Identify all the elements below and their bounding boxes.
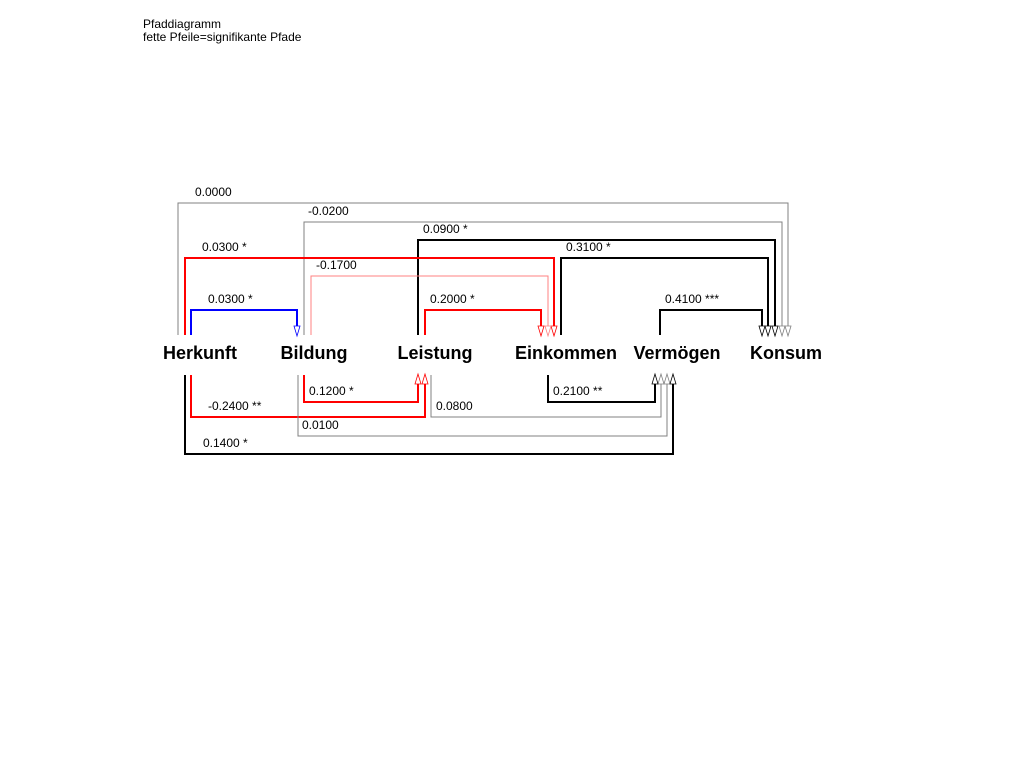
path-coefficient: 0.0900 * (423, 222, 468, 236)
arrowhead-icon (764, 325, 772, 338)
path-einkommen-to-vermögen: 0.2100 ** (547, 372, 659, 403)
path-einkommen-to-konsum: 0.3100 * (560, 240, 772, 338)
path-coefficient: 0.0300 * (202, 240, 247, 254)
path-coefficient: 0.2000 * (430, 292, 475, 306)
arrowhead-icon (663, 372, 671, 385)
path-coefficient: 0.3100 * (566, 240, 611, 254)
path-leistung-to-einkommen: 0.2000 * (424, 292, 545, 338)
node-bildung: Bildung (281, 343, 348, 363)
path-line (560, 257, 769, 335)
path-coefficient: 0.2100 ** (553, 384, 603, 398)
path-coefficient: 0.0000 (195, 185, 232, 199)
path-herkunft-to-konsum: 0.0000 (177, 185, 792, 338)
arrowhead-icon (657, 372, 665, 385)
path-vermögen-to-konsum: 0.4100 *** (659, 292, 766, 338)
path-bildung-to-vermögen: 0.0100 (297, 372, 671, 437)
node-herkunft: Herkunft (163, 343, 237, 363)
arrowhead-icon (651, 372, 659, 385)
path-bildung-to-konsum: -0.0200 (303, 204, 786, 338)
path-line (417, 239, 776, 335)
path-line (184, 257, 555, 335)
arrowhead-icon (771, 325, 779, 338)
path-line (190, 375, 426, 418)
path-bildung-to-leistung: 0.1200 * (303, 372, 422, 403)
path-coefficient: -0.0200 (308, 204, 349, 218)
path-coefficient: 0.0800 (436, 399, 473, 413)
path-line (190, 309, 298, 335)
path-herkunft-to-bildung: 0.0300 * (190, 292, 301, 338)
arrowhead-icon (414, 372, 422, 385)
path-bildung-to-einkommen: -0.1700 (310, 258, 552, 338)
path-line (303, 375, 419, 403)
diagram-subtitle: fette Pfeile=signifikante Pfade (143, 30, 302, 44)
path-coefficient: 0.0100 (302, 418, 339, 432)
path-line (659, 309, 763, 335)
arrowhead-icon (758, 325, 766, 338)
arrowhead-icon (778, 325, 786, 338)
node-vermögen: Vermögen (633, 343, 720, 363)
node-konsum: Konsum (750, 343, 822, 363)
path-leistung-to-konsum: 0.0900 * (417, 222, 779, 338)
node-leistung: Leistung (398, 343, 473, 363)
arrowhead-icon (544, 325, 552, 338)
arrowhead-icon (421, 372, 429, 385)
arrowhead-icon (669, 372, 677, 385)
path-herkunft-to-leistung: -0.2400 ** (190, 372, 429, 418)
path-herkunft-to-vermögen: 0.1400 * (184, 372, 677, 455)
arrowhead-icon (293, 325, 301, 338)
path-line (303, 221, 783, 335)
path-line (430, 375, 662, 418)
path-line (310, 275, 549, 335)
path-coefficient: 0.1200 * (309, 384, 354, 398)
arrowhead-icon (537, 325, 545, 338)
path-herkunft-to-einkommen: 0.0300 * (184, 240, 558, 338)
path-coefficient: 0.0300 * (208, 292, 253, 306)
path-coefficient: 0.1400 * (203, 436, 248, 450)
path-leistung-to-vermögen: 0.0800 (430, 372, 665, 418)
path-line (547, 375, 656, 403)
arrowhead-icon (550, 325, 558, 338)
path-coefficient: -0.1700 (316, 258, 357, 272)
path-line (424, 309, 542, 335)
arrowhead-icon (784, 325, 792, 338)
path-coefficient: -0.2400 ** (208, 399, 262, 413)
node-einkommen: Einkommen (515, 343, 617, 363)
diagram-title: Pfaddiagramm (143, 17, 222, 31)
path-line (184, 375, 674, 455)
path-coefficient: 0.4100 *** (665, 292, 719, 306)
path-line (297, 375, 668, 437)
path-line (177, 202, 789, 335)
